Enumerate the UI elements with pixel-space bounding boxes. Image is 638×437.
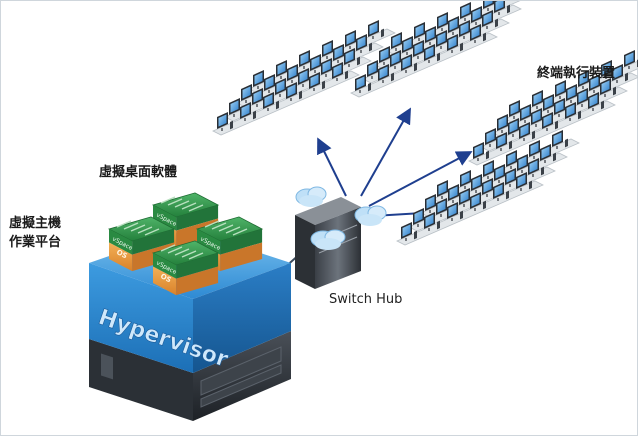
terminal-monitor-icon — [470, 192, 486, 211]
cloud-icon — [354, 205, 387, 226]
terminal-monitor-icon — [588, 92, 604, 111]
terminal-device-groups — [212, 1, 638, 246]
terminal-monitor-icon — [424, 212, 440, 231]
terminal-monitor-icon — [287, 64, 303, 83]
switch-hub-label: Switch Hub — [329, 292, 403, 307]
terminal-monitor-icon — [447, 34, 463, 53]
arrow-to-group-left-top — [317, 137, 347, 197]
terminal-monitor-icon — [496, 132, 512, 151]
switch-hub — [295, 197, 361, 289]
terminal-monitor-icon — [473, 142, 489, 161]
terminal-monitor-icon — [217, 112, 233, 131]
terminal-monitor-icon — [506, 150, 522, 169]
terminal-monitor-icon — [401, 222, 417, 241]
terminal-monitor-icon — [368, 20, 384, 39]
terminal-monitor-icon — [401, 54, 417, 73]
terminal-monitor-icon — [425, 194, 441, 213]
terminal-monitor-icon — [542, 112, 558, 131]
terminal-monitor-icon — [425, 26, 441, 45]
terminal-monitor-icon — [494, 1, 510, 15]
terminal-monitor-icon — [240, 102, 256, 121]
terminal-monitor-icon — [485, 128, 501, 147]
desktop-software-label: 虛擬桌面軟體 — [99, 165, 178, 180]
terminal-monitor-icon — [612, 64, 628, 83]
terminal-monitor-icon — [447, 202, 463, 221]
terminal-monitor-icon — [552, 130, 568, 149]
terminal-monitor-icon — [528, 158, 544, 177]
terminal-group-group-left-top — [212, 20, 396, 136]
terminal-monitor-icon — [482, 10, 498, 29]
arrow-to-group-top — [360, 107, 411, 197]
terminal-monitor-icon — [600, 78, 616, 97]
terminal-devices-label: 終端執行裝置 — [537, 66, 616, 81]
terminal-monitor-icon — [332, 62, 348, 81]
cloud-icon — [295, 186, 327, 207]
terminal-monitor-icon — [424, 44, 440, 63]
terminal-monitor-icon — [532, 90, 548, 109]
terminal-monitor-icon — [516, 172, 532, 191]
network-clouds — [295, 186, 387, 250]
terminal-monitor-icon — [470, 24, 486, 43]
vm-modules: vSpaceOSvSpaceOSvSpaceOSvSpaceOS — [107, 192, 264, 296]
terminal-monitor-icon — [565, 102, 581, 121]
terminal-monitor-icon — [578, 70, 594, 89]
terminal-monitor-icon — [344, 48, 360, 67]
terminal-monitor-icon — [540, 144, 556, 163]
cloud-icon — [310, 229, 346, 250]
host-platform-label-line1: 虛擬主機 — [9, 216, 62, 231]
terminal-monitor-icon — [459, 20, 475, 39]
terminal-monitor-icon — [437, 180, 453, 199]
terminal-monitor-icon — [493, 182, 509, 201]
terminal-group-group-top — [350, 1, 522, 98]
terminal-monitor-icon — [309, 72, 325, 91]
terminal-monitor-icon — [519, 122, 535, 141]
server-drive-bays — [200, 346, 282, 408]
host-platform-label-line2: 作業平台 — [9, 235, 62, 250]
terminal-monitor-icon — [459, 188, 475, 207]
arrow-to-group-right-mid — [368, 151, 473, 207]
terminal-monitor-icon — [286, 82, 302, 101]
terminal-monitor-icon — [345, 30, 361, 49]
terminal-group-group-right-mid — [468, 50, 638, 166]
terminal-monitor-icon — [355, 74, 371, 93]
terminal-monitor-icon — [263, 92, 279, 111]
terminal-monitor-icon — [356, 34, 372, 53]
terminal-group-group-right-bottom — [396, 130, 580, 246]
terminal-monitor-icon — [378, 64, 394, 83]
